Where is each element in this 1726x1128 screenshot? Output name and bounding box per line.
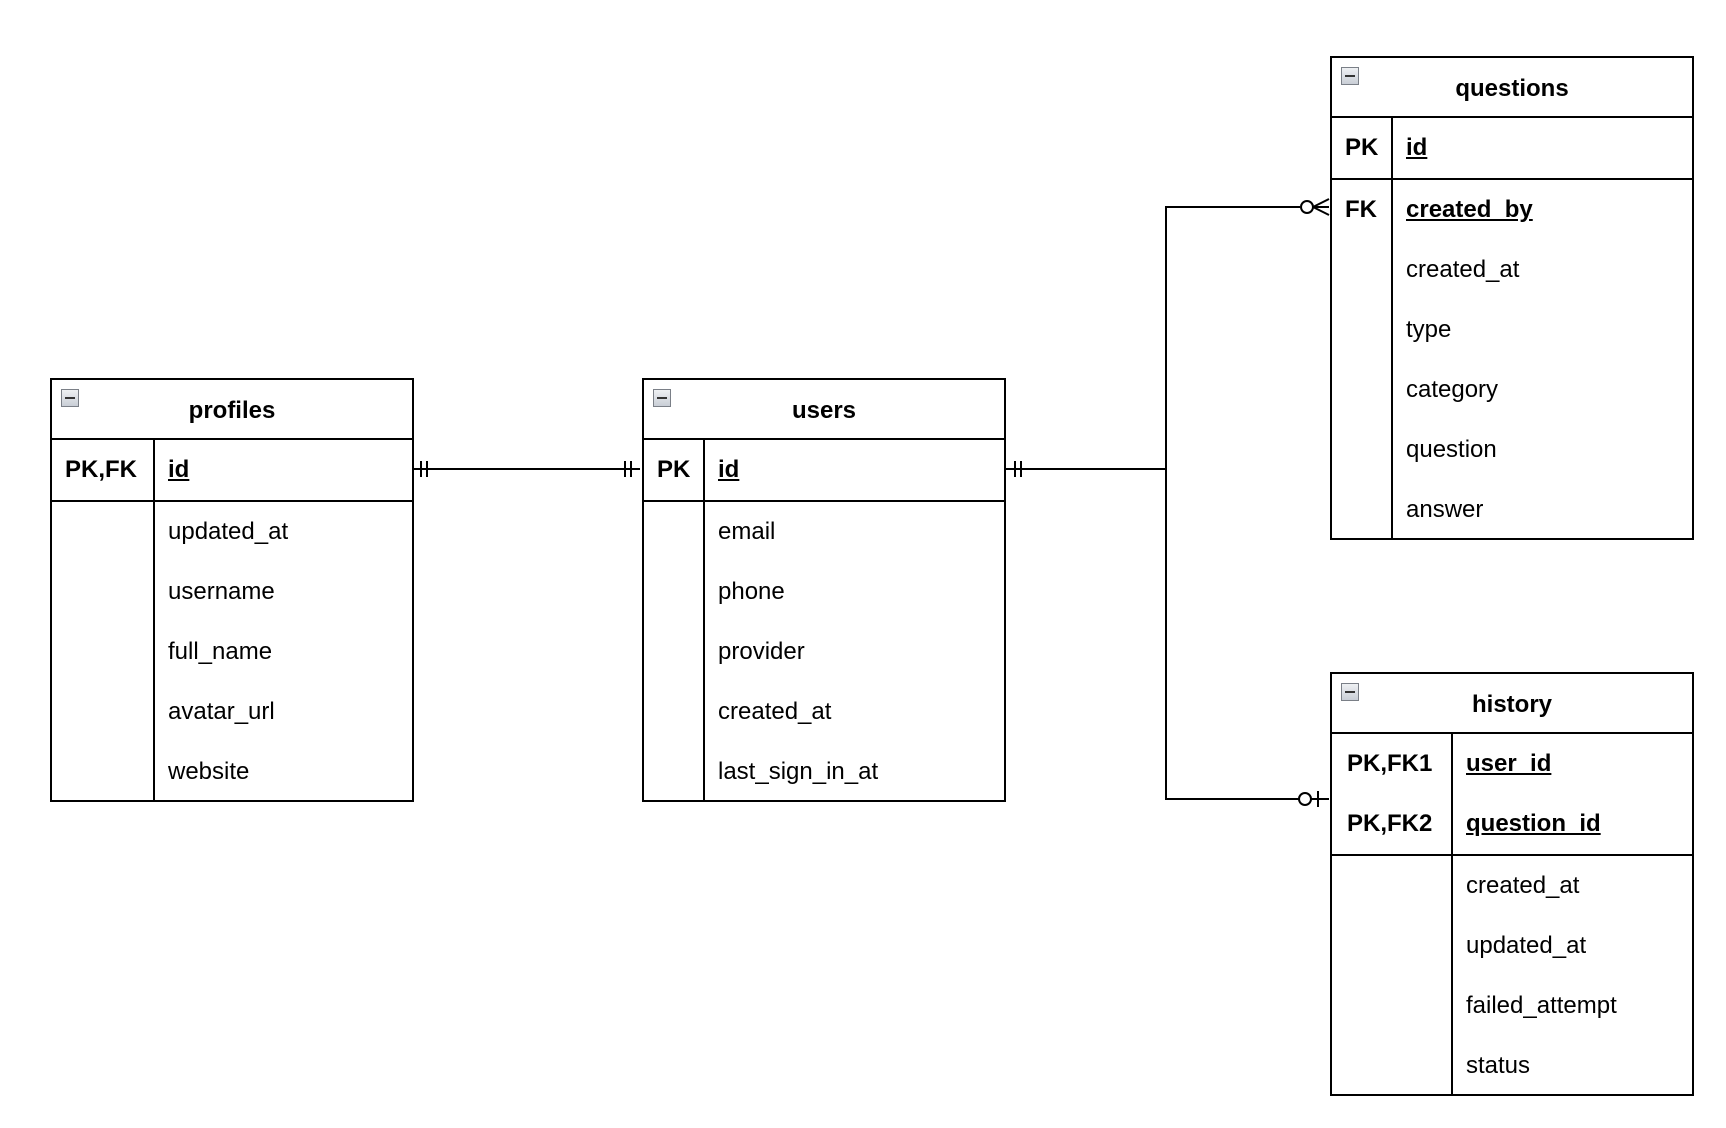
field-row[interactable]: question <box>1332 420 1692 480</box>
entity-header: profiles <box>52 380 412 440</box>
field-row[interactable]: last_sign_in_at <box>644 742 1004 802</box>
field-section: FK created_by created_at type category q… <box>1332 180 1692 540</box>
field-section: email phone provider created_at last_sig… <box>644 502 1004 802</box>
field-name: phone <box>718 578 785 605</box>
key-row[interactable]: PK,FK1 user_id <box>1332 734 1692 794</box>
field-name: website <box>168 758 250 785</box>
field-name: created_at <box>718 698 832 725</box>
field-name: failed_attempt <box>1466 992 1617 1019</box>
relationship-profiles-users[interactable] <box>412 461 640 477</box>
key-label: PK <box>1345 134 1379 161</box>
field-name: id <box>718 456 740 483</box>
field-name: updated_at <box>168 518 289 545</box>
field-row[interactable]: failed_attempt <box>1332 976 1692 1036</box>
key-section: PK,FK id <box>52 440 412 502</box>
field-row[interactable]: answer <box>1332 480 1692 540</box>
field-row[interactable]: provider <box>644 622 1004 682</box>
zero-marker <box>1298 792 1312 806</box>
field-section: created_at updated_at failed_attempt sta… <box>1332 856 1692 1096</box>
field-row[interactable]: full_name <box>52 622 412 682</box>
entity-header: questions <box>1332 58 1692 118</box>
key-row[interactable]: PK,FK id <box>52 440 412 500</box>
field-row[interactable]: updated_at <box>1332 916 1692 976</box>
entity-header: users <box>644 380 1004 440</box>
field-row[interactable]: username <box>52 562 412 622</box>
field-row[interactable]: type <box>1332 300 1692 360</box>
field-name: status <box>1466 1052 1531 1079</box>
key-row[interactable]: PK,FK2 question_id <box>1332 794 1692 854</box>
entity-title: profiles <box>188 397 276 424</box>
field-name: created_at <box>1466 872 1580 899</box>
field-row[interactable]: created_at <box>1332 240 1692 300</box>
field-name: full_name <box>168 638 273 665</box>
key-row[interactable]: PK id <box>1332 118 1692 178</box>
field-name: id <box>168 456 190 483</box>
field-row[interactable]: created_at <box>644 682 1004 742</box>
key-label: PK,FK <box>65 456 137 483</box>
field-row[interactable]: avatar_url <box>52 682 412 742</box>
key-section: PK id <box>1332 118 1692 180</box>
fk-row[interactable]: FK created_by <box>1332 180 1692 240</box>
collapse-icon[interactable] <box>653 389 671 407</box>
relationship-users-history[interactable] <box>1165 469 1329 807</box>
key-section: PK,FK1 user_id PK,FK2 question_id <box>1332 734 1692 856</box>
entity-profiles[interactable]: profiles PK,FK id updated_at username fu… <box>50 378 414 802</box>
field-row[interactable]: phone <box>644 562 1004 622</box>
field-name: created_at <box>1406 256 1520 283</box>
field-name: email <box>718 518 776 545</box>
entity-users[interactable]: users PK id email phone provider created… <box>642 378 1006 802</box>
entity-title: questions <box>1455 75 1569 102</box>
field-name: category <box>1406 376 1499 403</box>
key-label: PK,FK1 <box>1347 750 1433 777</box>
zero-marker <box>1300 200 1314 214</box>
key-label: PK <box>657 456 691 483</box>
field-row[interactable]: category <box>1332 360 1692 420</box>
key-section: PK id <box>644 440 1004 502</box>
field-name: last_sign_in_at <box>718 758 879 785</box>
field-name: id <box>1406 134 1428 161</box>
field-name: question <box>1406 436 1497 463</box>
crowfoot-marker <box>1312 198 1330 208</box>
key-label: FK <box>1345 196 1377 223</box>
field-row[interactable]: email <box>644 502 1004 562</box>
field-name: question_id <box>1466 810 1601 837</box>
entity-history[interactable]: history PK,FK1 user_id PK,FK2 question_i… <box>1330 672 1694 1096</box>
field-row[interactable]: updated_at <box>52 502 412 562</box>
relationship-users-questions[interactable] <box>1006 198 1330 477</box>
field-name: username <box>168 578 275 605</box>
entity-title: history <box>1471 691 1552 718</box>
key-label: PK,FK2 <box>1347 810 1433 837</box>
field-row[interactable]: created_at <box>1332 856 1692 916</box>
crowfoot-marker <box>1312 206 1330 216</box>
field-name: created_by <box>1406 196 1533 223</box>
field-name: user_id <box>1466 750 1552 777</box>
field-row[interactable]: status <box>1332 1036 1692 1096</box>
field-name: provider <box>718 638 805 665</box>
entity-header: history <box>1332 674 1692 734</box>
collapse-icon[interactable] <box>61 389 79 407</box>
entity-title: users <box>791 397 857 424</box>
key-row[interactable]: PK id <box>644 440 1004 500</box>
field-row[interactable]: website <box>52 742 412 802</box>
collapse-icon[interactable] <box>1341 67 1359 85</box>
field-section: updated_at username full_name avatar_url… <box>52 502 412 802</box>
field-name: avatar_url <box>168 698 275 725</box>
entity-questions[interactable]: questions PK id FK created_by created_at… <box>1330 56 1694 540</box>
collapse-icon[interactable] <box>1341 683 1359 701</box>
field-name: type <box>1406 316 1452 343</box>
field-name: updated_at <box>1466 932 1587 959</box>
field-name: answer <box>1406 496 1484 523</box>
